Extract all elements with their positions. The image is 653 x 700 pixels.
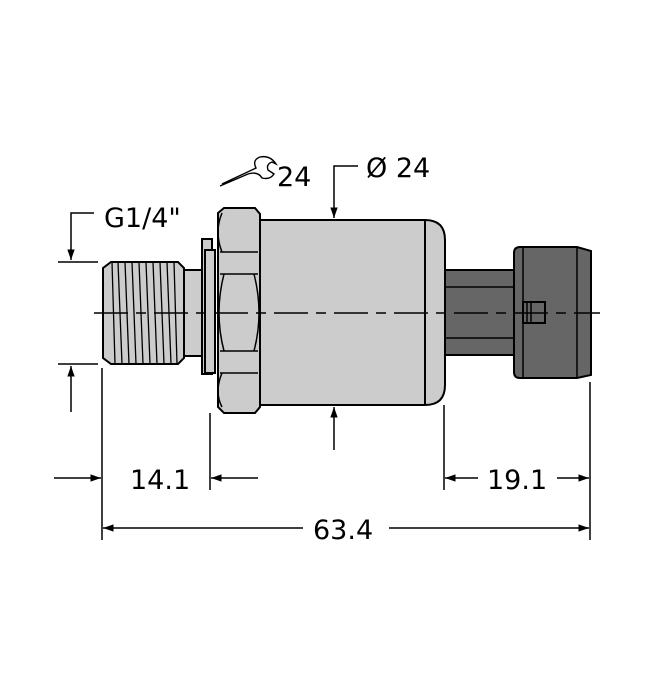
thread-section [102,238,216,375]
wrench-annotation: 24 [219,155,311,193]
dimension-63-4: 63.4 [103,515,589,546]
thread-label: G1/4" [104,203,181,234]
extension-lines [101,368,591,540]
hex-nut [217,207,261,414]
diameter-annotation: Ø 24 [330,153,430,450]
dimension-14-1: 14.1 [54,465,258,496]
dimension-19-1-label: 19.1 [487,465,547,496]
dimension-63-4-label: 63.4 [313,515,373,546]
dimension-14-1-label: 14.1 [130,465,190,496]
wrench-icon [219,155,279,187]
thread-annotation: G1/4" [58,203,181,412]
wrench-size-label: 24 [277,162,311,193]
dimension-19-1: 19.1 [445,465,589,496]
diameter-label: Ø 24 [366,153,430,184]
